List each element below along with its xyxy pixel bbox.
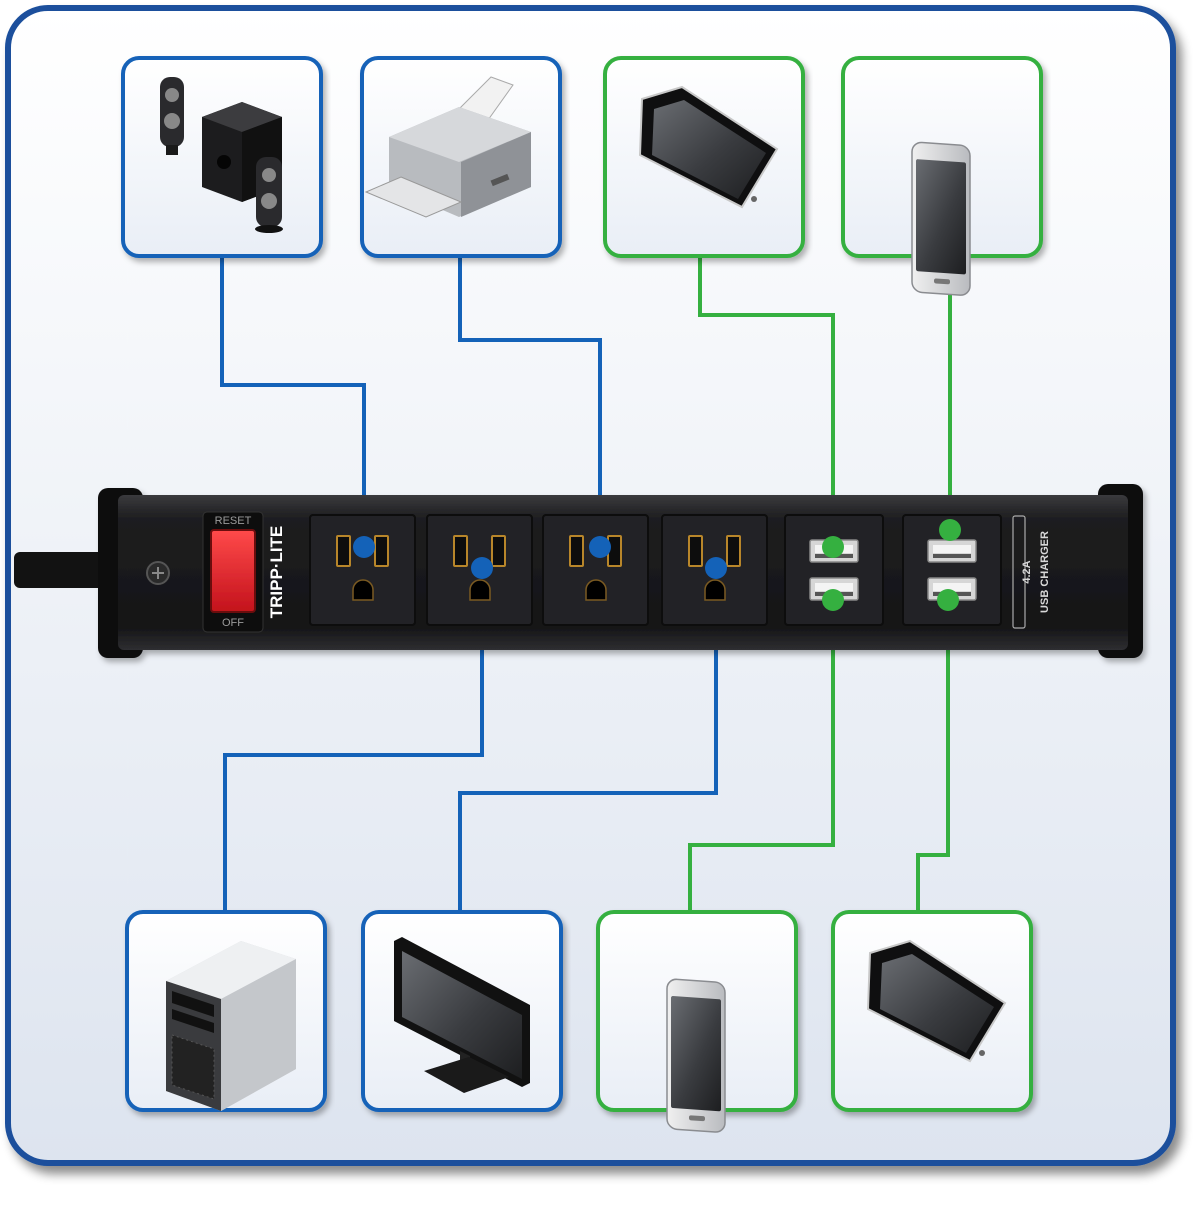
line-tablet-to-usb-4: [916, 600, 950, 912]
line-phone-to-usb-2: [688, 600, 835, 912]
switch-off-label: OFF: [222, 617, 244, 629]
device-box-top-4-smartphone: [841, 56, 1043, 296]
device-box-top-3-tablet: [603, 56, 805, 258]
usb-rating-label: 4.2A: [1021, 560, 1033, 583]
usb-charger-label: USB CHARGER: [1039, 531, 1051, 613]
usb-connection-dot: [937, 589, 959, 611]
smartphone-icon: [666, 978, 726, 1133]
connection-dots: [353, 519, 961, 611]
line-speakers-to-outlet-1: [220, 255, 366, 545]
power-cord: [14, 552, 106, 588]
device-box-bottom-1-desktop-tower: [125, 910, 327, 1112]
device-box-bottom-4-tablet: [831, 910, 1033, 1112]
usb-connection-dot: [822, 536, 844, 558]
usb-port-block: [902, 514, 1002, 626]
smartphone-icon: [911, 141, 971, 296]
ac-connection-dot: [705, 557, 727, 579]
device-box-top-1-speakers: [121, 56, 323, 258]
monitor-icon: [394, 937, 530, 1093]
ac-outlet-3[interactable]: [542, 514, 649, 626]
ac-connection-dot: [353, 536, 375, 558]
speakers-icon: [160, 77, 283, 233]
device-box-bottom-3-smartphone: [596, 910, 798, 1133]
tablet-icon: [866, 939, 1007, 1063]
desktop-tower-icon: [166, 941, 296, 1111]
device-box-bottom-2-monitor: [361, 910, 563, 1112]
line-monitor-to-outlet-4: [458, 568, 718, 912]
connection-lines: [220, 255, 952, 912]
line-printer-to-outlet-3: [458, 255, 602, 545]
power-strip: RESET OFF TRIPP·LITE 4.2A USB CHARGER: [98, 484, 1143, 658]
switch-reset-label: RESET: [215, 515, 252, 527]
printer-icon: [364, 76, 531, 218]
power-rocker-switch[interactable]: [210, 529, 256, 613]
device-box-top-2-printer: [360, 56, 562, 258]
usb-connection-dot: [939, 519, 961, 541]
tablet-icon: [638, 85, 779, 209]
line-tablet-to-usb-1: [698, 255, 835, 545]
ac-connection-dot: [471, 557, 493, 579]
ac-outlet-1[interactable]: [309, 514, 416, 626]
usb-connection-dot: [822, 589, 844, 611]
brand-logo: TRIPP·LITE: [267, 526, 286, 619]
usb-port-block: [784, 514, 884, 626]
usb-port-3[interactable]: [927, 539, 977, 563]
ac-connection-dot: [589, 536, 611, 558]
line-tower-to-outlet-2: [223, 568, 484, 912]
